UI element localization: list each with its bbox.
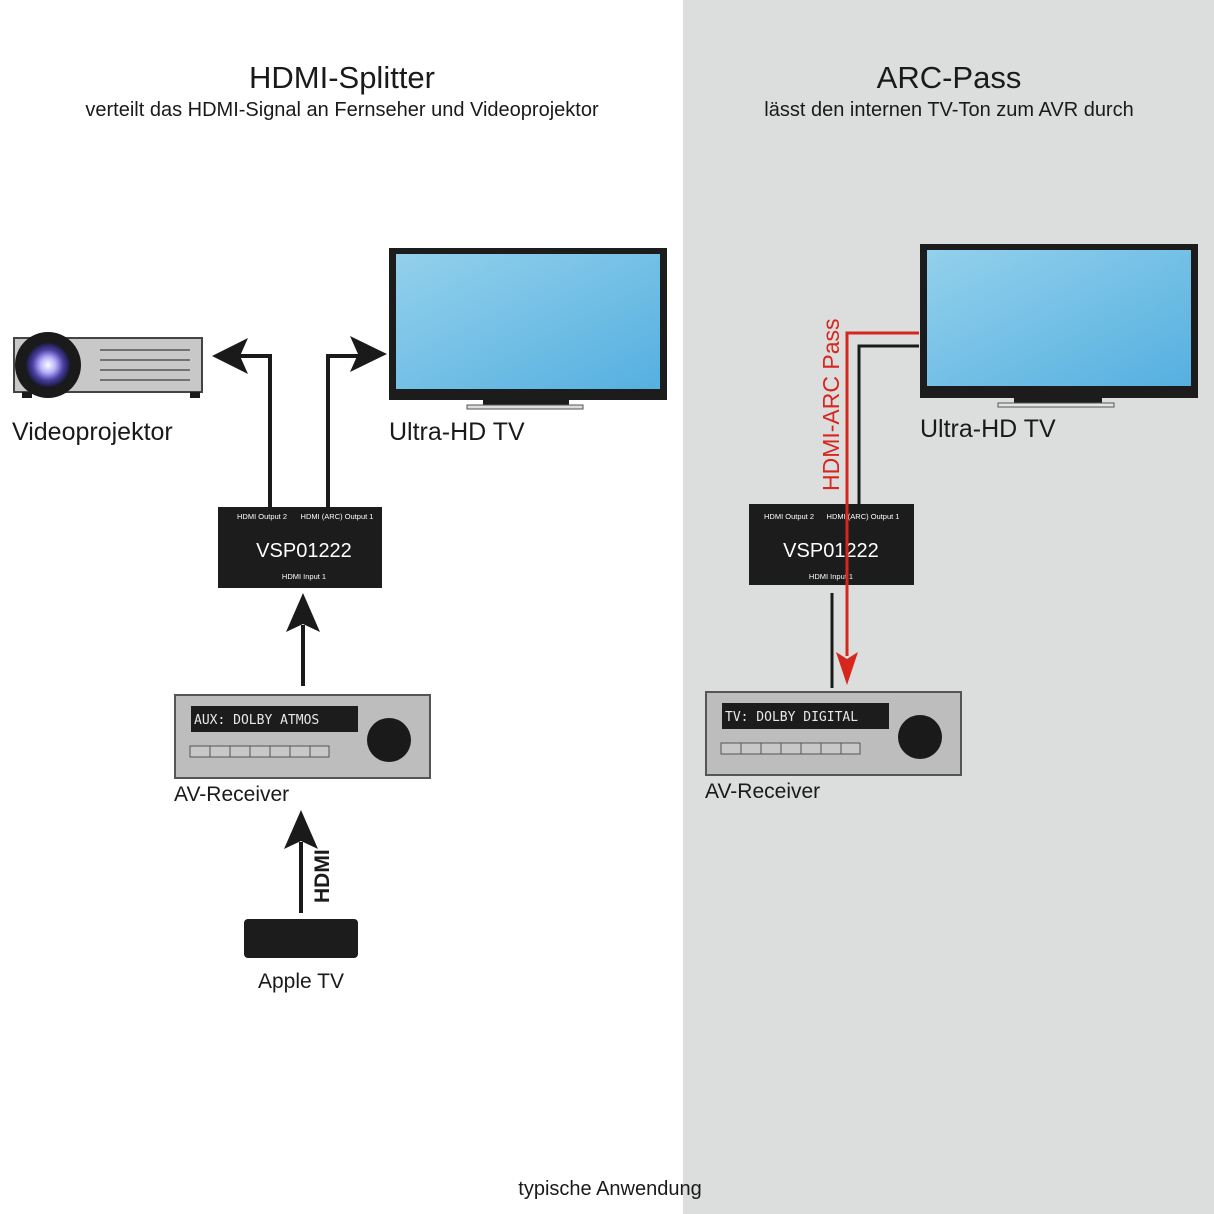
tv-label: Ultra-HD TV <box>389 418 525 446</box>
projector-icon <box>13 332 203 398</box>
splitter-output1-label: HDMI (ARC) Output 1 <box>301 512 374 521</box>
splitter-output1-label: HDMI (ARC) Output 1 <box>827 512 900 521</box>
receiver-display-text: TV: DOLBY DIGITAL <box>725 710 858 725</box>
projector-label: Videoprojektor <box>12 418 173 446</box>
arrow-icon <box>232 354 365 507</box>
right-panel-title: ARC-Pass <box>877 60 1022 95</box>
arc-path-line <box>845 331 919 656</box>
av-receiver-icon <box>705 691 962 776</box>
source-label: Apple TV <box>258 970 344 993</box>
splitter-input-label: HDMI Input 1 <box>809 572 853 581</box>
footer-caption: typische Anwendung <box>518 1178 701 1200</box>
tv-icon <box>389 248 667 410</box>
apple-tv-box <box>244 919 358 958</box>
arrow-head-to-receiver <box>284 810 318 849</box>
hdmi-cable-label: HDMI <box>311 849 334 903</box>
right-panel-background <box>683 0 1214 1214</box>
receiver-display-text: AUX: DOLBY ATMOS <box>194 713 319 728</box>
arrow-head-to-splitter <box>286 593 320 632</box>
splitter-output2-label: HDMI Output 2 <box>764 512 814 521</box>
arc-pass-label: HDMI-ARC Pass <box>818 318 844 491</box>
splitter-output2-label: HDMI Output 2 <box>237 512 287 521</box>
splitter-box <box>218 507 382 588</box>
tv-label: Ultra-HD TV <box>920 415 1056 443</box>
splitter-model: VSP01222 <box>256 540 352 562</box>
arrow-head-to-tv <box>350 336 387 372</box>
hdmi-cable-line <box>857 344 919 505</box>
splitter-model: VSP01222 <box>783 540 879 562</box>
arrow-head-to-projector <box>212 338 248 374</box>
receiver-label: AV-Receiver <box>174 783 289 806</box>
right-panel-subtitle: lässt den internen TV-Ton zum AVR durch <box>764 99 1133 121</box>
left-panel-subtitle: verteilt das HDMI-Signal an Fernseher un… <box>85 99 599 121</box>
splitter-input-label: HDMI Input 1 <box>282 572 326 581</box>
arc-arrow-head <box>836 652 858 685</box>
av-receiver-icon <box>174 694 431 779</box>
splitter-box <box>749 504 914 585</box>
left-panel-title: HDMI-Splitter <box>249 60 435 95</box>
receiver-label: AV-Receiver <box>705 780 820 803</box>
tv-icon <box>920 244 1198 408</box>
